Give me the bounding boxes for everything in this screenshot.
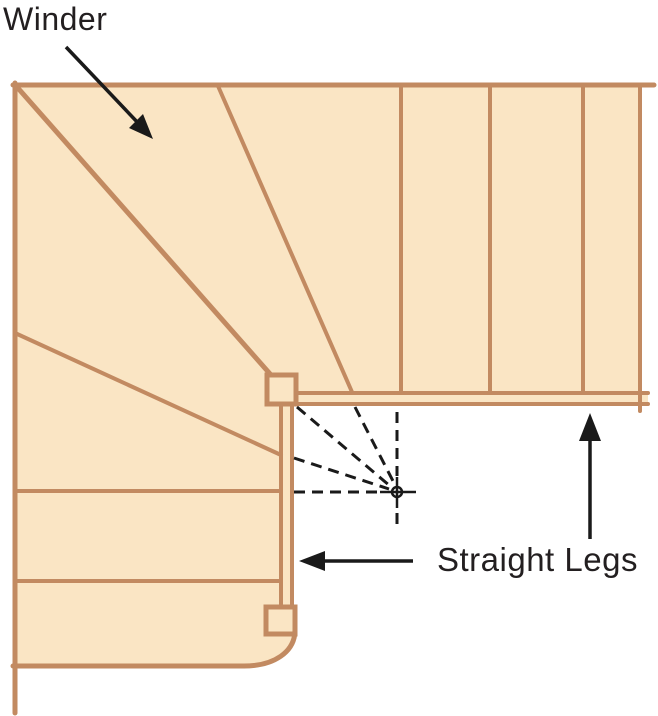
winder-arrow-line [64, 45, 142, 127]
winder-tread-line [216, 84, 354, 394]
winder-and-top-flight-fill [15, 85, 641, 391]
dashed-ray [353, 406, 396, 484]
winder-tread-line [14, 84, 274, 378]
winder-label: Winder [3, 1, 108, 37]
newel-post-bottom [263, 604, 298, 637]
annotation-arrows [64, 45, 601, 571]
bullnose-curve [241, 627, 298, 669]
dashed-ray [293, 456, 390, 491]
center-point-circle [390, 485, 404, 499]
stair-outlines [10, 80, 657, 716]
straight-legs-arrow-up [579, 413, 601, 539]
winder-arrow [64, 45, 153, 139]
dashed-ray [296, 405, 391, 488]
left-flight-fill [15, 391, 293, 666]
straight-legs-arrowhead-up [579, 413, 601, 441]
straight-legs-arrow-left [299, 551, 413, 571]
newel-post-top [264, 372, 299, 407]
tread-convergence-dashed-lines [293, 405, 399, 525]
straight-legs-label: Straight Legs [437, 541, 638, 578]
center-point-marker [380, 477, 416, 508]
straight-legs-arrowhead-left [299, 551, 325, 571]
winder-arrowhead [129, 114, 153, 139]
winder-tread-line [13, 331, 283, 457]
